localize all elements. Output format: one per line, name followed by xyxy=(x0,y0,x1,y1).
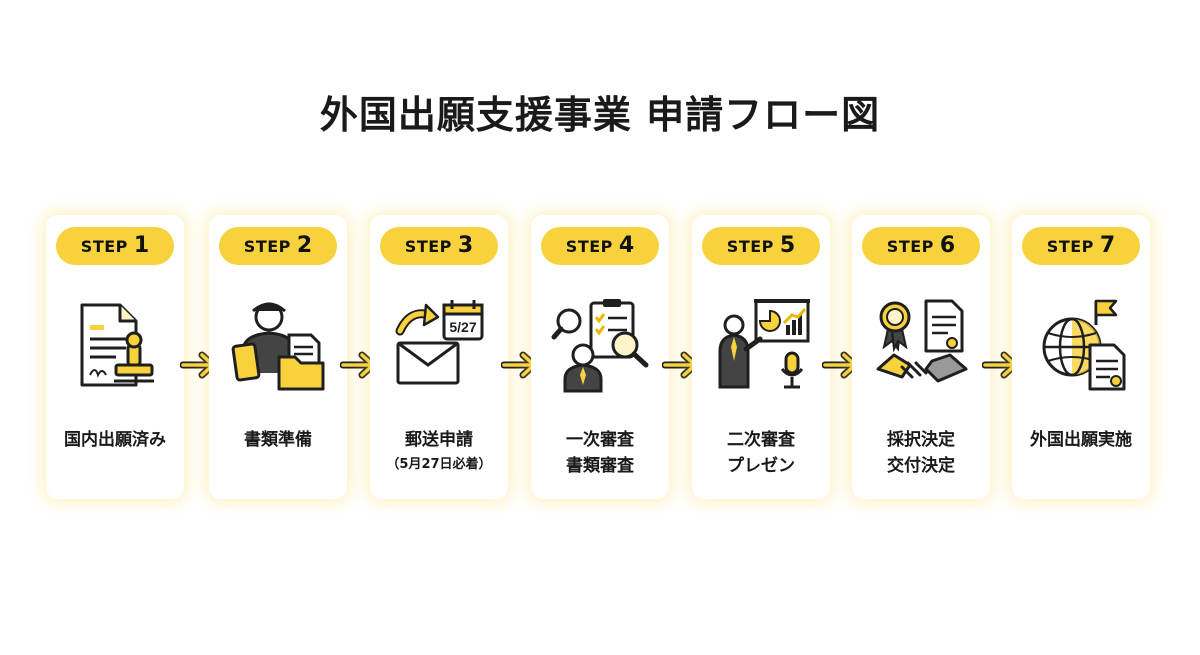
step-label: 二次審査プレゼン xyxy=(727,430,795,476)
step-label: 郵送申請（5月27日必着） xyxy=(386,430,492,472)
person-documents-folder-icon xyxy=(231,302,325,391)
step-label: 国内出願済み xyxy=(64,430,166,450)
page-title: 外国出願支援事業 申請フロー図 xyxy=(319,93,881,137)
calendar-date-text: 5/27 xyxy=(449,319,476,335)
step-label: 採択決定交付決定 xyxy=(887,430,955,476)
step-label: 書類準備 xyxy=(244,430,312,450)
document-review-magnifier-icon xyxy=(551,299,649,393)
step-label: 外国出願実施 xyxy=(1030,430,1132,450)
presentation-speaker-icon xyxy=(718,299,810,389)
patent-document-stamp-icon xyxy=(80,303,154,387)
mail-calendar-icon: 5/27 xyxy=(395,300,484,385)
award-handshake-icon xyxy=(876,299,968,383)
globe-flag-document-icon xyxy=(1042,299,1126,391)
step-label: 一次審査書類審査 xyxy=(566,430,634,476)
